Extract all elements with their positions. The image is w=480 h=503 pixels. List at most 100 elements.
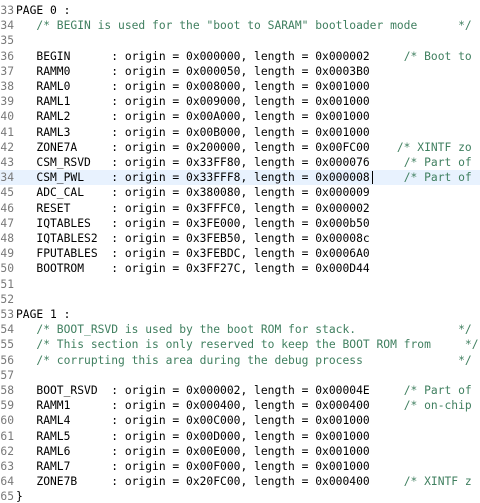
line-number: 58 bbox=[0, 384, 14, 397]
code-line[interactable]: 41 RAML3 : origin = 0x00B000, length = 0… bbox=[0, 125, 480, 140]
line-code: FPUTABLES : origin = 0x3FEBDC, length = … bbox=[16, 246, 369, 261]
code-text: RAMM0 : origin = 0x000050, length = 0x00… bbox=[16, 64, 370, 78]
line-code: } bbox=[16, 489, 23, 503]
line-number: 39 bbox=[0, 95, 14, 109]
code-line[interactable]: 64 ZONE7B : origin = 0x20FC00, length = … bbox=[0, 474, 480, 489]
line-code: RAML6 : origin = 0x00E000, length = 0x00… bbox=[16, 444, 369, 459]
line-number: 52 bbox=[0, 292, 14, 306]
code-line[interactable]: 36 BEGIN : origin = 0x000000, length = 0… bbox=[0, 49, 480, 64]
code-line[interactable]: 45 ADC_CAL : origin = 0x380080, length =… bbox=[0, 185, 480, 200]
line-code: /* BEGIN is used for the "boot to SARAM"… bbox=[16, 18, 472, 33]
code-text: BEGIN : origin = 0x000000, length = 0x00… bbox=[16, 49, 404, 63]
code-text bbox=[16, 354, 36, 367]
line-code: BOOT_RSVD : origin = 0x000002, length = … bbox=[16, 383, 472, 398]
code-text: RAMM1 : origin = 0x000400, length = 0x00… bbox=[16, 399, 404, 413]
line-number: 45 bbox=[0, 186, 14, 200]
code-text: RAML0 : origin = 0x008000, length = 0x00… bbox=[16, 80, 370, 93]
code-text: } bbox=[16, 490, 23, 503]
code-text: CSM_RSVD : origin = 0x33FF80, length = 0… bbox=[16, 156, 404, 169]
line-number: 35 bbox=[0, 34, 14, 48]
line-number: 61 bbox=[0, 429, 14, 443]
code-comment: /* Boot to bbox=[403, 49, 472, 63]
line-code: CSM_RSVD : origin = 0x33FF80, length = 0… bbox=[16, 155, 471, 170]
line-code: RAML5 : origin = 0x00D000, length = 0x00… bbox=[16, 429, 370, 444]
code-line[interactable]: 56 /* corrupting this area during the de… bbox=[0, 353, 480, 368]
line-number: 49 bbox=[0, 247, 14, 261]
code-line[interactable]: 34 CSM_PWL : origin = 0x33FFF8, length =… bbox=[0, 170, 480, 186]
code-text: RAML5 : origin = 0x00D000, length = 0x00… bbox=[16, 429, 370, 443]
line-number: 47 bbox=[0, 216, 14, 230]
line-code: /* BOOT_RSVD is used by the boot ROM for… bbox=[16, 322, 472, 337]
code-line[interactable]: 51 bbox=[0, 277, 480, 292]
line-code: RESET : origin = 0x3FFFC0, length = 0x00… bbox=[16, 201, 370, 216]
code-line[interactable]: 58 BOOT_RSVD : origin = 0x000002, length… bbox=[0, 383, 480, 398]
code-line[interactable]: 38 RAML0 : origin = 0x008000, length = 0… bbox=[0, 79, 480, 94]
line-code: /* This section is only reserved to keep… bbox=[16, 337, 479, 352]
code-line[interactable]: 55 /* This section is only reserved to k… bbox=[0, 337, 480, 352]
line-number: 57 bbox=[0, 368, 14, 382]
code-comment: /* Part of bbox=[403, 384, 472, 397]
code-comment: /* corrupting this area during the debug… bbox=[36, 353, 472, 367]
code-comment: /* This section is only reserved to keep… bbox=[36, 338, 479, 352]
line-number: 55 bbox=[0, 338, 14, 352]
code-text bbox=[16, 323, 36, 336]
code-comment: /* BOOT_RSVD is used by the boot ROM for… bbox=[36, 323, 472, 337]
code-text: PAGE 0 : bbox=[16, 4, 71, 17]
code-line[interactable]: 39 RAML1 : origin = 0x009000, length = 0… bbox=[0, 94, 480, 109]
code-line[interactable]: 47 IQTABLES : origin = 0x3FE000, length … bbox=[0, 216, 480, 231]
code-text bbox=[16, 338, 36, 351]
line-number: 53 bbox=[0, 308, 14, 321]
code-line[interactable]: 60 RAML4 : origin = 0x00C000, length = 0… bbox=[0, 413, 480, 428]
line-code: PAGE 0 : bbox=[16, 3, 70, 18]
code-text: BOOTROM : origin = 0x3FF27C, length = 0x… bbox=[16, 262, 370, 276]
code-text: ZONE7A : origin = 0x200000, length = 0x0… bbox=[16, 140, 397, 154]
line-number: 63 bbox=[0, 460, 14, 473]
line-code: ADC_CAL : origin = 0x380080, length = 0x… bbox=[16, 185, 370, 200]
line-code: RAML7 : origin = 0x00F000, length = 0x00… bbox=[16, 459, 369, 474]
code-line[interactable]: 43 CSM_RSVD : origin = 0x33FF80, length … bbox=[0, 155, 480, 170]
code-text: ZONE7B : origin = 0x20FC00, length = 0x0… bbox=[16, 475, 404, 489]
line-number: 48 bbox=[0, 232, 14, 245]
code-text: RAML3 : origin = 0x00B000, length = 0x00… bbox=[16, 125, 370, 139]
code-line[interactable]: 37 RAMM0 : origin = 0x000050, length = 0… bbox=[0, 64, 480, 79]
line-code: ZONE7B : origin = 0x20FC00, length = 0x0… bbox=[16, 474, 471, 489]
line-number: 34 bbox=[0, 171, 14, 185]
code-line[interactable]: 34 /* BEGIN is used for the "boot to SAR… bbox=[0, 18, 480, 33]
code-line[interactable]: 61 RAML5 : origin = 0x00D000, length = 0… bbox=[0, 429, 480, 444]
line-number: 60 bbox=[0, 414, 14, 428]
code-line[interactable]: 52 bbox=[0, 292, 480, 307]
line-number: 65 bbox=[0, 490, 14, 503]
code-line[interactable]: 59 RAMM1 : origin = 0x000400, length = 0… bbox=[0, 398, 480, 413]
code-line[interactable]: 50 BOOTROM : origin = 0x3FF27C, length =… bbox=[0, 261, 480, 276]
line-number: 42 bbox=[0, 140, 14, 154]
code-line[interactable]: 40 RAML2 : origin = 0x00A000, length = 0… bbox=[0, 109, 480, 124]
code-line[interactable]: 65} bbox=[0, 489, 480, 503]
line-number: 46 bbox=[0, 201, 14, 215]
code-line[interactable]: 46 RESET : origin = 0x3FFFC0, length = 0… bbox=[0, 201, 480, 216]
line-number: 40 bbox=[0, 110, 14, 124]
line-code: CSM_PWL : origin = 0x33FFF8, length = 0x… bbox=[16, 170, 471, 185]
code-text: RAML4 : origin = 0x00C000, length = 0x00… bbox=[16, 414, 370, 428]
text-caret bbox=[372, 171, 373, 185]
line-number: 41 bbox=[0, 125, 14, 139]
line-number: 33 bbox=[0, 4, 14, 17]
code-line[interactable]: 35 bbox=[0, 33, 480, 48]
code-text: CSM_PWL : origin = 0x33FFF8, length = 0x… bbox=[16, 171, 404, 185]
line-number: 59 bbox=[0, 399, 14, 413]
line-number: 51 bbox=[0, 277, 14, 291]
code-line[interactable]: 49 FPUTABLES : origin = 0x3FEBDC, length… bbox=[0, 246, 480, 261]
code-line[interactable]: 63 RAML7 : origin = 0x00F000, length = 0… bbox=[0, 459, 480, 474]
code-line[interactable]: 57 bbox=[0, 368, 480, 383]
code-line[interactable]: 48 IQTABLES2 : origin = 0x3FEB50, length… bbox=[0, 231, 480, 246]
line-number: 43 bbox=[0, 156, 14, 169]
code-line[interactable]: 54 /* BOOT_RSVD is used by the boot ROM … bbox=[0, 322, 480, 337]
code-text: RESET : origin = 0x3FFFC0, length = 0x00… bbox=[16, 201, 370, 215]
line-code: BEGIN : origin = 0x000000, length = 0x00… bbox=[16, 49, 472, 64]
code-text: ADC_CAL : origin = 0x380080, length = 0x… bbox=[16, 186, 370, 200]
code-comment: /* BEGIN is used for the "boot to SARAM"… bbox=[36, 19, 472, 33]
code-line[interactable]: 62 RAML6 : origin = 0x00E000, length = 0… bbox=[0, 444, 480, 459]
code-line[interactable]: 42 ZONE7A : origin = 0x200000, length = … bbox=[0, 140, 480, 155]
